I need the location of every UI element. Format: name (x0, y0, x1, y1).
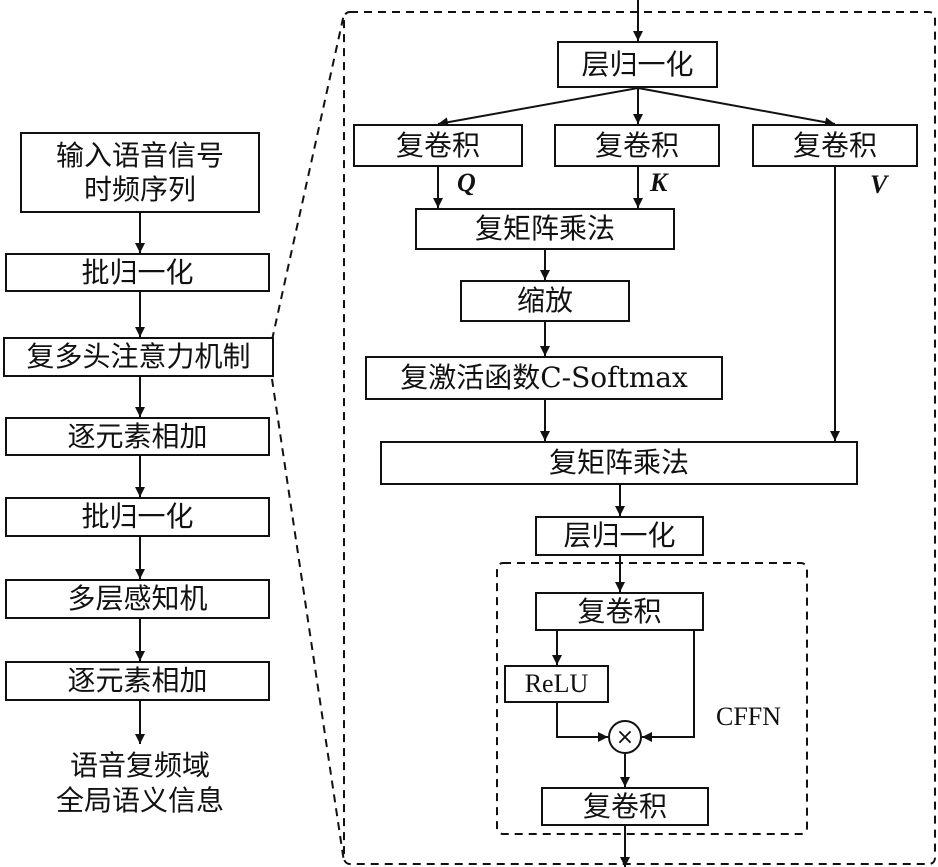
layer-norm-box: 层归一化 (535, 516, 704, 556)
complex-conv-v-box: 复卷积 (752, 124, 918, 167)
complex-conv-k-box: 复卷积 (554, 124, 720, 167)
complex-mhsa-box: 复多头注意力机制 (3, 337, 274, 377)
cffn-conv-box: 复卷积 (541, 787, 709, 826)
relu-box: ReLU (504, 665, 609, 703)
batch-norm-box: 批归一化 (5, 253, 270, 292)
q-label: Q (457, 168, 476, 197)
output-label: 语音复频域 全局语义信息 (55, 749, 224, 817)
scaling-box: 缩放 (460, 280, 630, 322)
arrow-ln-to-q (437, 87, 639, 128)
attention-detail-frame (343, 11, 936, 865)
zoom-line-bottom (271, 378, 345, 863)
cffn-conv-box: 复卷积 (535, 592, 704, 631)
arrow-skip-to-multiply (642, 631, 695, 742)
input-signal-box: 输入语音信号 时频序列 (20, 132, 260, 213)
batch-norm-box: 批归一化 (5, 497, 270, 537)
zoom-line-top (271, 13, 345, 341)
complex-matmul-box: 复矩阵乘法 (415, 208, 675, 250)
elementwise-add-box: 逐元素相加 (5, 661, 270, 701)
elementwise-add-box: 逐元素相加 (5, 417, 270, 456)
complex-matmul-box: 复矩阵乘法 (380, 441, 858, 485)
v-label: V (870, 170, 888, 199)
cffn-frame (496, 562, 808, 835)
cffn-label: CFFN (716, 702, 782, 731)
layer-norm-box: 层归一化 (557, 41, 718, 88)
arrow-ln-to-v (637, 87, 836, 128)
mlp-box: 多层感知机 (5, 579, 270, 619)
multiply-icon: × (608, 720, 642, 754)
k-label: K (650, 168, 668, 197)
c-softmax-box: 复激活函数C-Softmax (365, 356, 723, 400)
complex-conv-q-box: 复卷积 (353, 124, 523, 167)
arrow-relu-to-multiply (556, 703, 608, 742)
